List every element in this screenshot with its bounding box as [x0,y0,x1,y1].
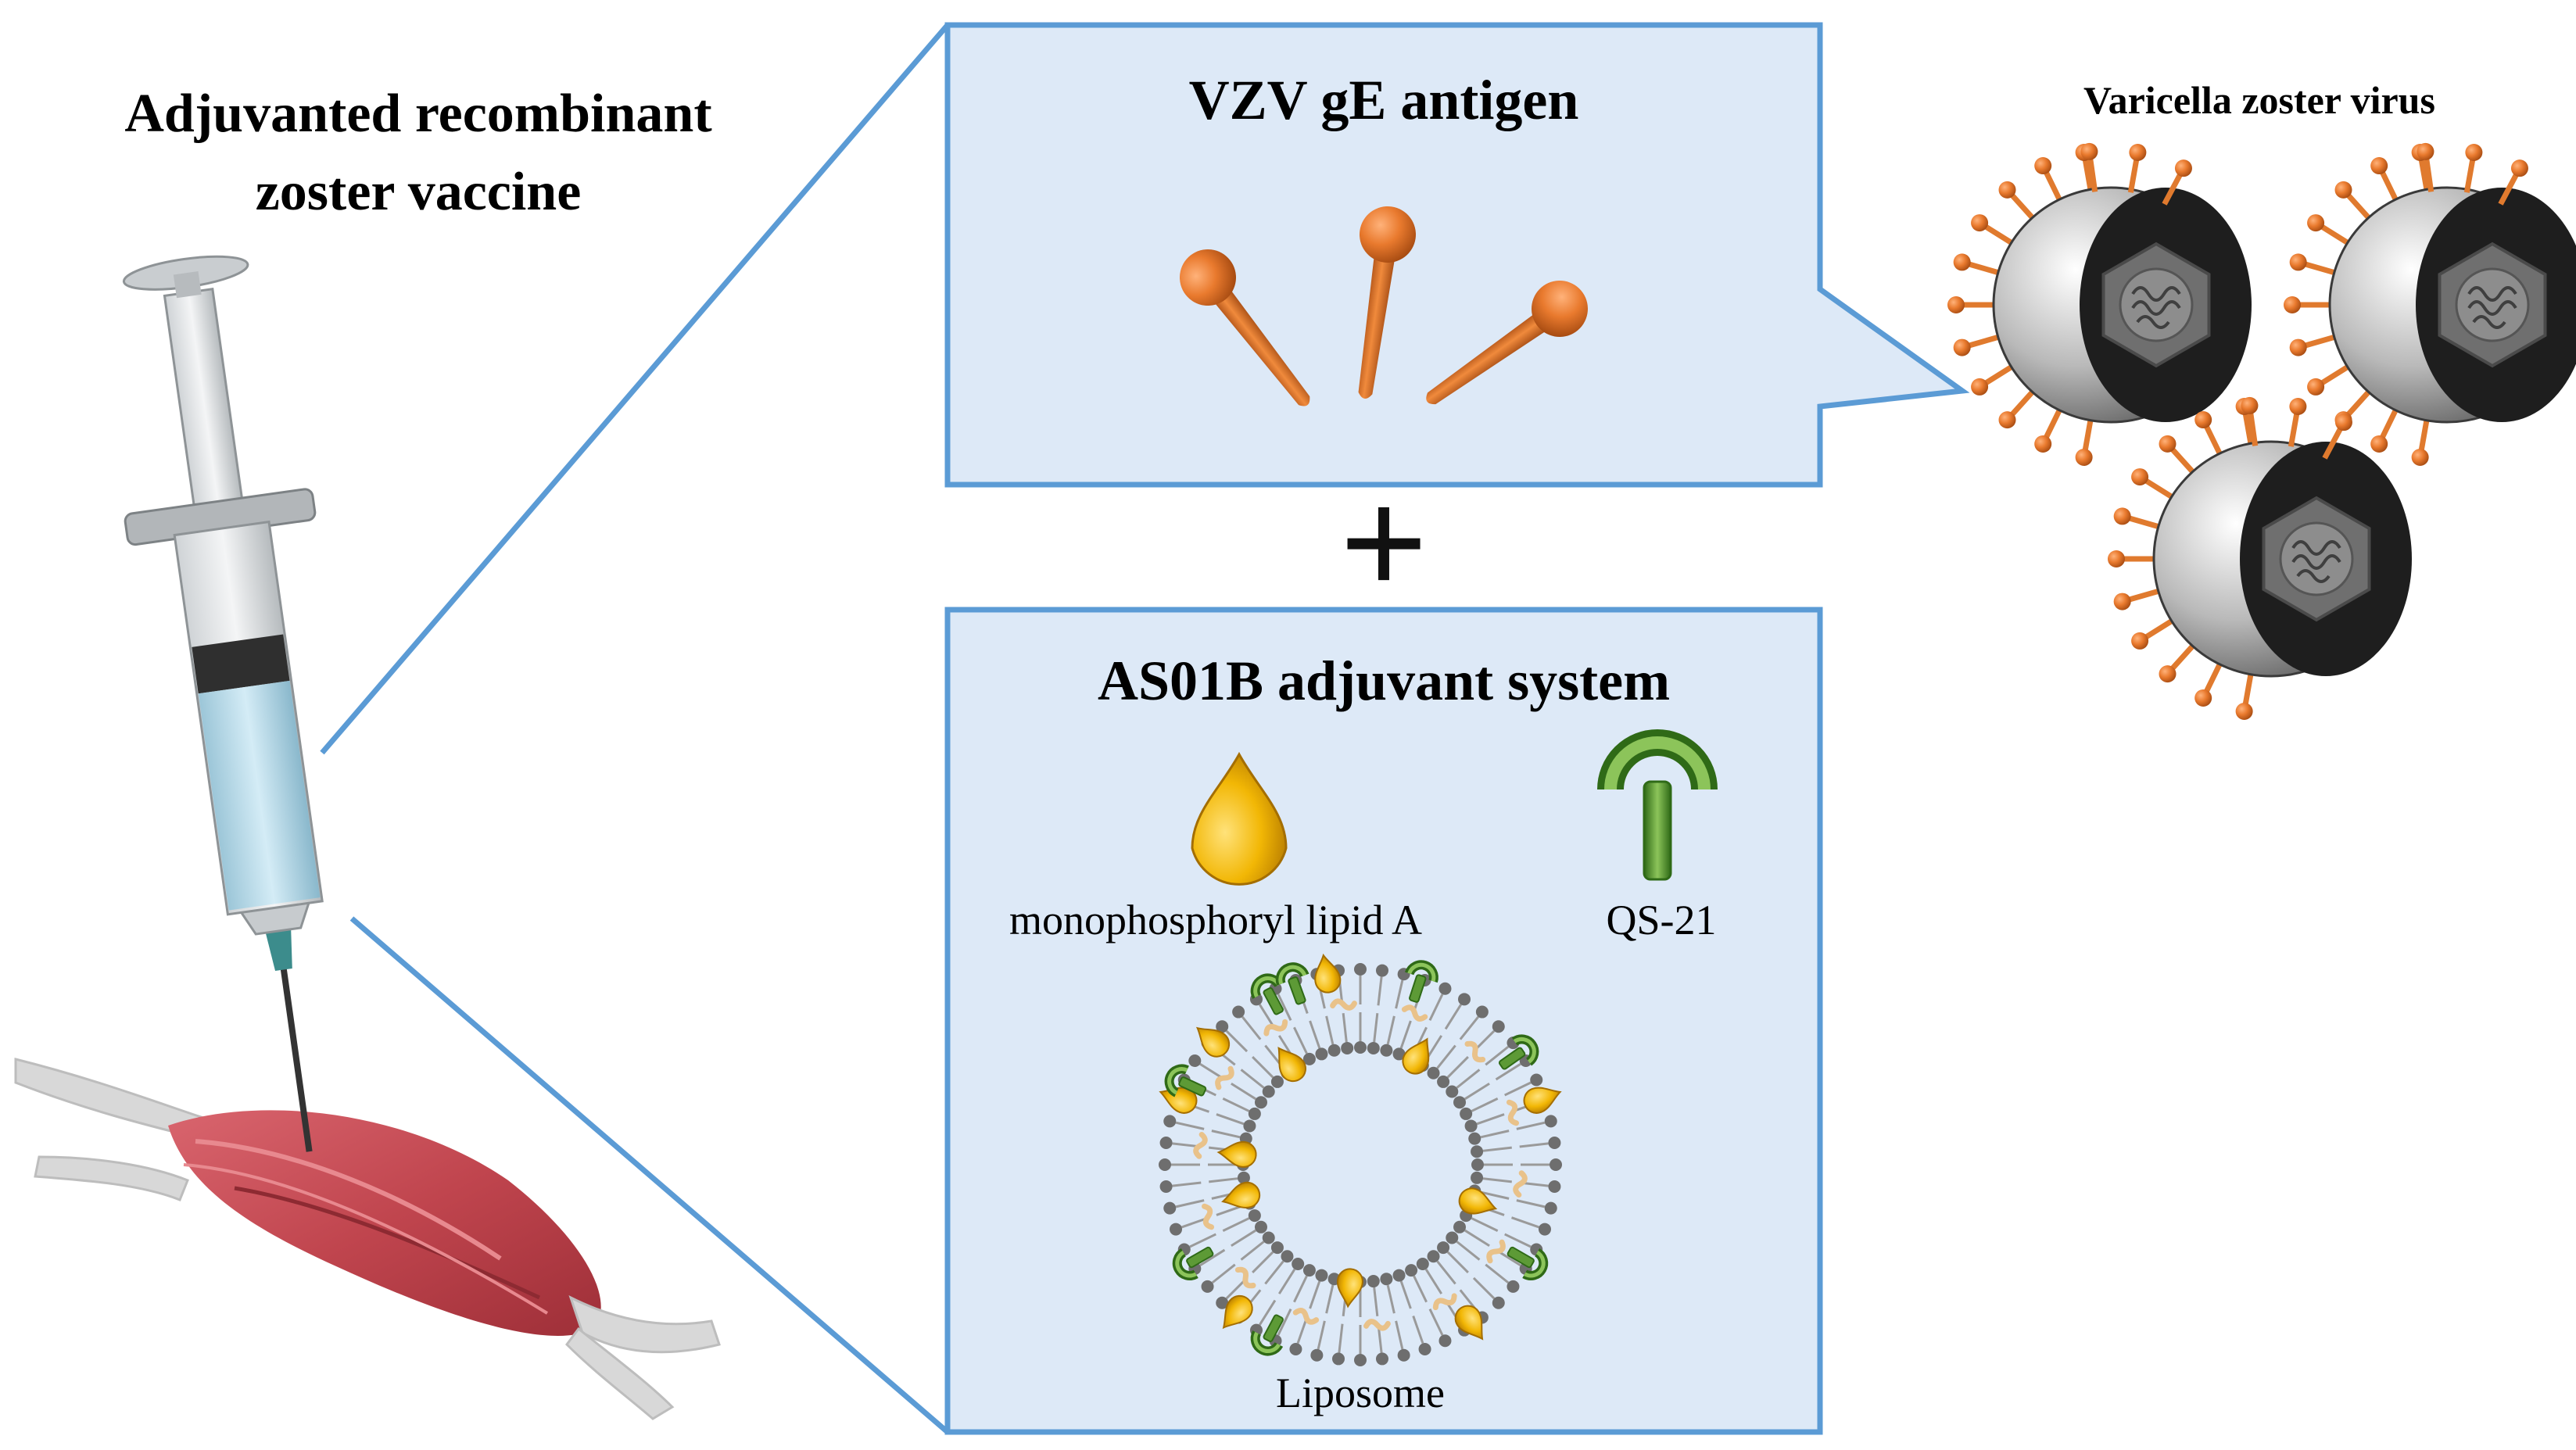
mpl-droplet-icon [1191,751,1288,886]
virus-title: Varicella zoster virus [2083,78,2435,122]
virus-particle [2284,142,2576,466]
qs21-icon [1597,729,1718,881]
virus-particles [1947,142,2576,720]
plus-sign: + [1339,457,1428,630]
antigen-box-title: VZV gE antigen [1189,69,1579,131]
adjuvant-box [944,607,1823,1435]
zoom-line-upper [320,23,950,755]
virus-particle [2108,396,2412,720]
liposome-label: Liposome [1276,1369,1445,1416]
vaccine-title-line2: zoster vaccine [256,162,582,222]
zoom-line-lower [349,916,950,1434]
syringe-illustration [122,255,324,1152]
virus-particle [1947,142,2252,466]
adjuvant-box-title: AS01B adjuvant system [1098,650,1670,712]
muscle-illustration [14,1058,721,1420]
antigen-protein-icon [1180,206,1588,406]
mpl-label: monophosphoryl lipid A [1009,897,1422,943]
qs21-label: QS-21 [1606,897,1716,943]
vaccine-title-line1: Adjuvanted recombinant [124,84,711,144]
liposome-illustration [1159,953,1562,1366]
antigen-box [944,22,1970,488]
